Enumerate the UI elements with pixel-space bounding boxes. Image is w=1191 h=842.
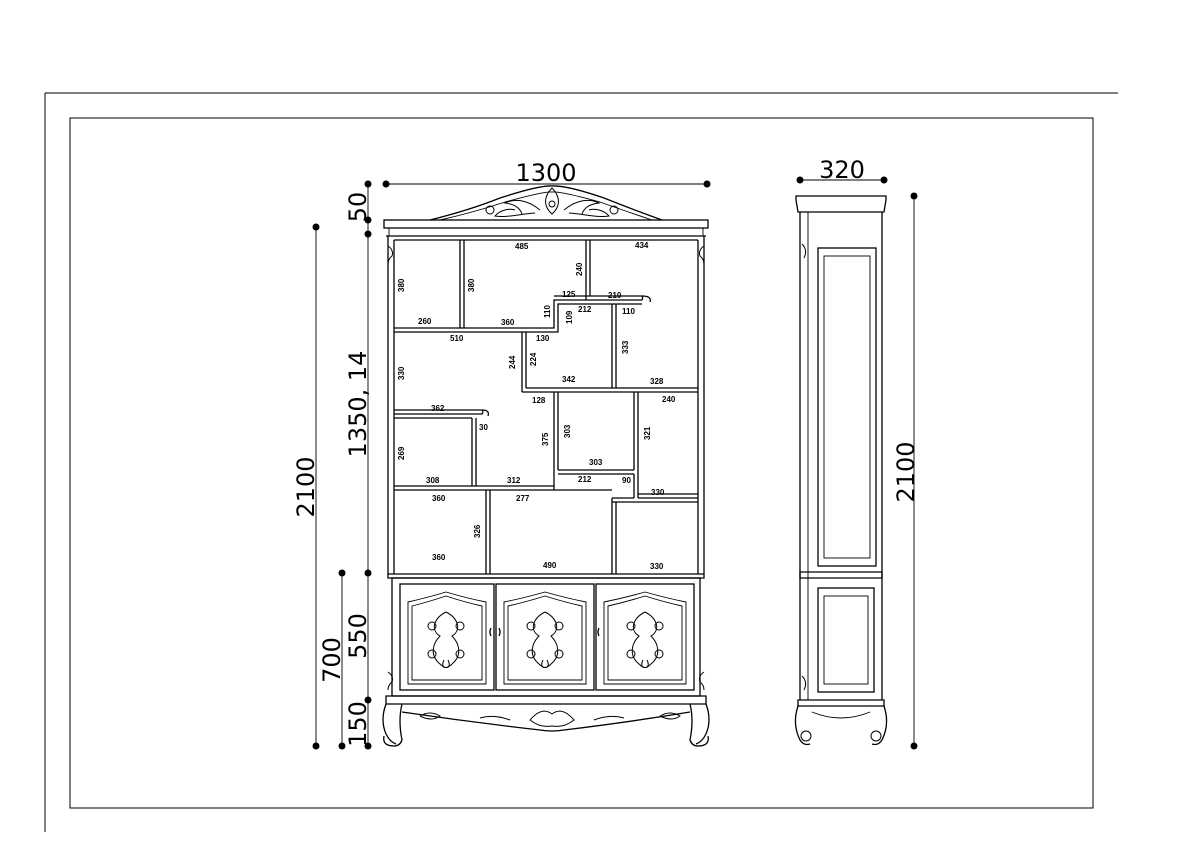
dimension-lines: 1300 320 50 1350, 14 550 150 700 2100 21… [292,156,920,750]
side-view [794,195,888,746]
dim-label: 210 [608,291,622,300]
dim-label: 308 [426,476,440,485]
plinth-molding [385,695,707,705]
dim-label: 360 [501,318,515,327]
front-view: 485 434 380 380 240 125 210 260 360 110 … [382,185,710,747]
base-top-molding [387,573,705,579]
dim-label: 224 [529,352,538,366]
acanthus-crest-ornament [485,187,619,218]
dim-label: 328 [650,377,664,386]
side-leg-back [871,705,888,746]
dim-label: 130 [536,334,550,343]
dim-label: 360 [432,494,446,503]
base-cabinet [391,577,701,697]
dim-depth: 320 [819,156,865,184]
door-handle [498,627,501,637]
dim-label: 277 [516,494,530,503]
dim-label: 240 [662,395,676,404]
crown-molding [383,219,709,229]
shelf-dimension-labels: 485 434 380 380 240 125 210 260 360 110 … [397,241,676,571]
dim-label: 330 [397,366,406,380]
dim-side-height: 2100 [892,441,920,502]
dim-label: 485 [515,242,529,251]
door-handle [489,627,492,637]
dim-label: 110 [622,307,635,316]
side-upper-panel [817,247,877,567]
dim-overall-width: 1300 [515,159,576,187]
crest-outline [429,185,663,221]
door-handle [597,627,600,637]
inner-frame [69,117,1094,809]
dim-label: 490 [543,561,557,570]
dim-base-section: 700 [318,637,346,683]
dim-label: 30 [479,423,488,432]
dim-plinth: 150 [344,701,372,747]
dim-label: 303 [589,458,603,467]
dim-label: 330 [650,562,664,571]
dim-label: 333 [621,340,630,354]
cabinet-doors [399,583,695,691]
dim-label: 244 [508,355,517,369]
dim-overall-height: 2100 [292,456,320,517]
shelf-compartments [394,240,698,574]
side-lower-panel [817,587,875,693]
dim-label: 330 [651,488,665,497]
dim-label: 212 [578,475,592,484]
dim-label: 312 [507,476,521,485]
dim-label: 260 [418,317,432,326]
dim-label: 303 [563,424,572,438]
dim-label: 434 [635,241,649,250]
dim-label: 240 [575,262,584,276]
dim-label: 90 [622,476,631,485]
scroll-carving-ornament [427,611,664,668]
dim-label: 510 [450,334,464,343]
dim-label: 212 [578,305,592,314]
leg-right [695,703,710,745]
side-leg-front [794,705,811,746]
side-crown [795,195,887,213]
dim-label: 326 [473,524,482,538]
dim-label: 269 [397,446,406,460]
dim-label: 380 [467,278,476,292]
dim-label: 128 [532,396,546,405]
dim-label: 109 [565,310,574,324]
dim-label: 321 [643,426,652,440]
leg-left [382,703,397,745]
dim-label: 110 [543,305,552,318]
dim-label: 362 [431,404,445,413]
dim-door-section: 550 [344,613,372,659]
dim-shelf-section: 1350, 14 [344,351,372,458]
dim-label: 342 [562,375,576,384]
dim-label: 380 [397,278,406,292]
dim-crown: 50 [344,192,372,223]
dim-label: 125 [562,290,576,299]
dim-label: 375 [541,432,550,446]
dim-label: 360 [432,553,446,562]
